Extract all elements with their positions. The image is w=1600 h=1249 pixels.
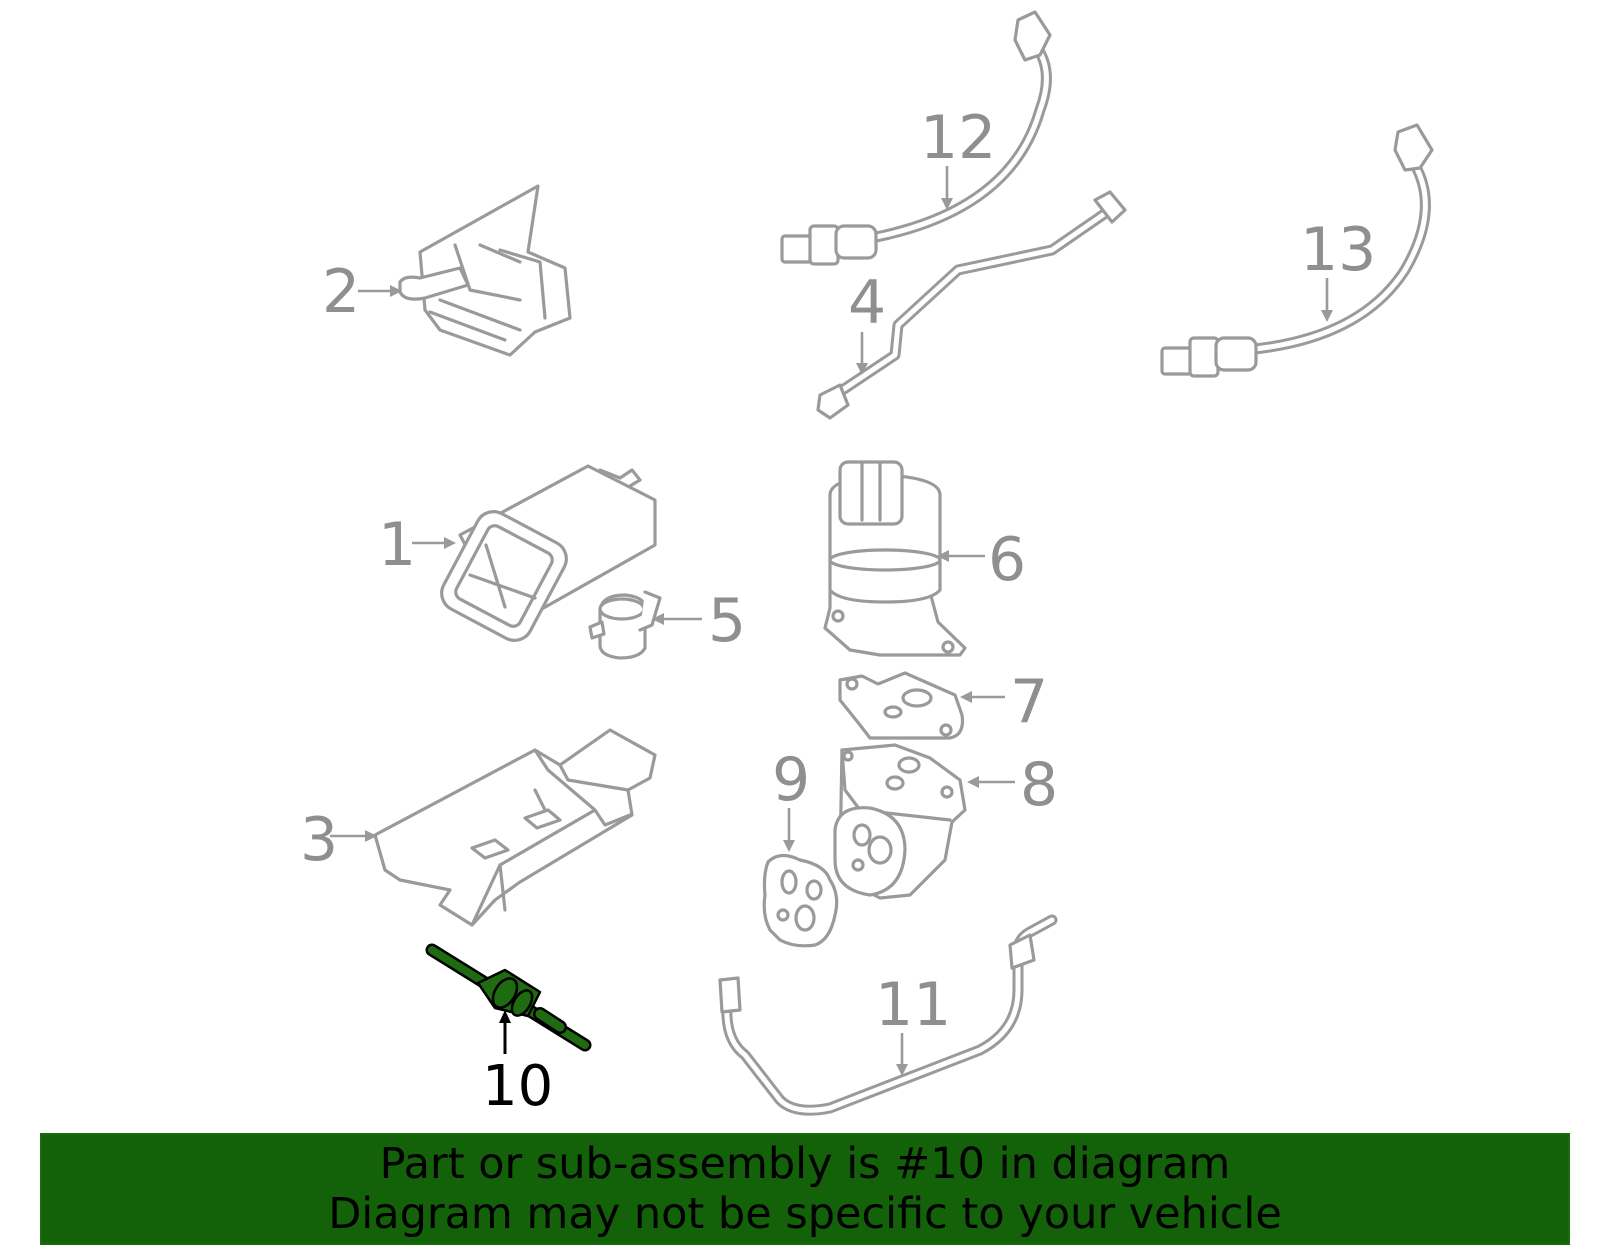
callout-10: 10 — [482, 1010, 553, 1119]
callout-12: 12 — [920, 103, 996, 210]
svg-text:6: 6 — [988, 525, 1026, 595]
svg-text:2: 2 — [322, 257, 360, 327]
callout-5: 5 — [652, 586, 746, 656]
svg-text:1: 1 — [378, 510, 416, 580]
callout-6: 6 — [937, 525, 1026, 595]
part-9-gasket[interactable] — [762, 853, 839, 948]
banner-line-2: Diagram may not be specific to your vehi… — [328, 1189, 1282, 1239]
part-11-hose[interactable] — [718, 914, 1058, 1116]
svg-text:10: 10 — [482, 1054, 553, 1119]
callout-13: 13 — [1300, 215, 1376, 322]
banner-line-1: Part or sub-assembly is #10 in diagram — [379, 1139, 1231, 1189]
part-2-bracket[interactable] — [398, 184, 572, 357]
part-10-highlighted-sensor[interactable] — [425, 943, 592, 1052]
svg-text:8: 8 — [1020, 750, 1058, 820]
callout-1: 1 — [378, 510, 456, 580]
svg-text:9: 9 — [772, 745, 810, 815]
part-4-egr-pipe[interactable] — [816, 190, 1127, 420]
callout-9: 9 — [772, 745, 810, 852]
part-5-purge-valve[interactable] — [588, 590, 662, 660]
callout-3: 3 — [300, 805, 377, 875]
callout-2: 2 — [322, 257, 402, 327]
svg-text:3: 3 — [300, 805, 338, 875]
svg-text:4: 4 — [848, 268, 886, 338]
part-6-egr-valve[interactable] — [823, 460, 967, 657]
callout-4: 4 — [848, 268, 886, 375]
part-1-vapor-canister[interactable] — [435, 464, 657, 647]
part-13-oxygen-sensor[interactable] — [1160, 123, 1434, 378]
svg-text:13: 13 — [1300, 215, 1376, 285]
info-banner: Part or sub-assembly is #10 in diagram D… — [40, 1133, 1570, 1245]
svg-text:12: 12 — [920, 103, 996, 173]
callout-8: 8 — [967, 750, 1058, 820]
callout-7: 7 — [960, 667, 1048, 737]
part-3-shield[interactable] — [373, 728, 657, 927]
part-8-egr-adapter[interactable] — [833, 743, 967, 900]
part-12-oxygen-sensor[interactable] — [780, 10, 1052, 266]
svg-text:7: 7 — [1010, 667, 1048, 737]
svg-text:11: 11 — [875, 970, 951, 1040]
svg-text:5: 5 — [708, 586, 746, 656]
part-7-egr-gasket[interactable] — [838, 671, 965, 740]
callout-11: 11 — [875, 970, 951, 1076]
